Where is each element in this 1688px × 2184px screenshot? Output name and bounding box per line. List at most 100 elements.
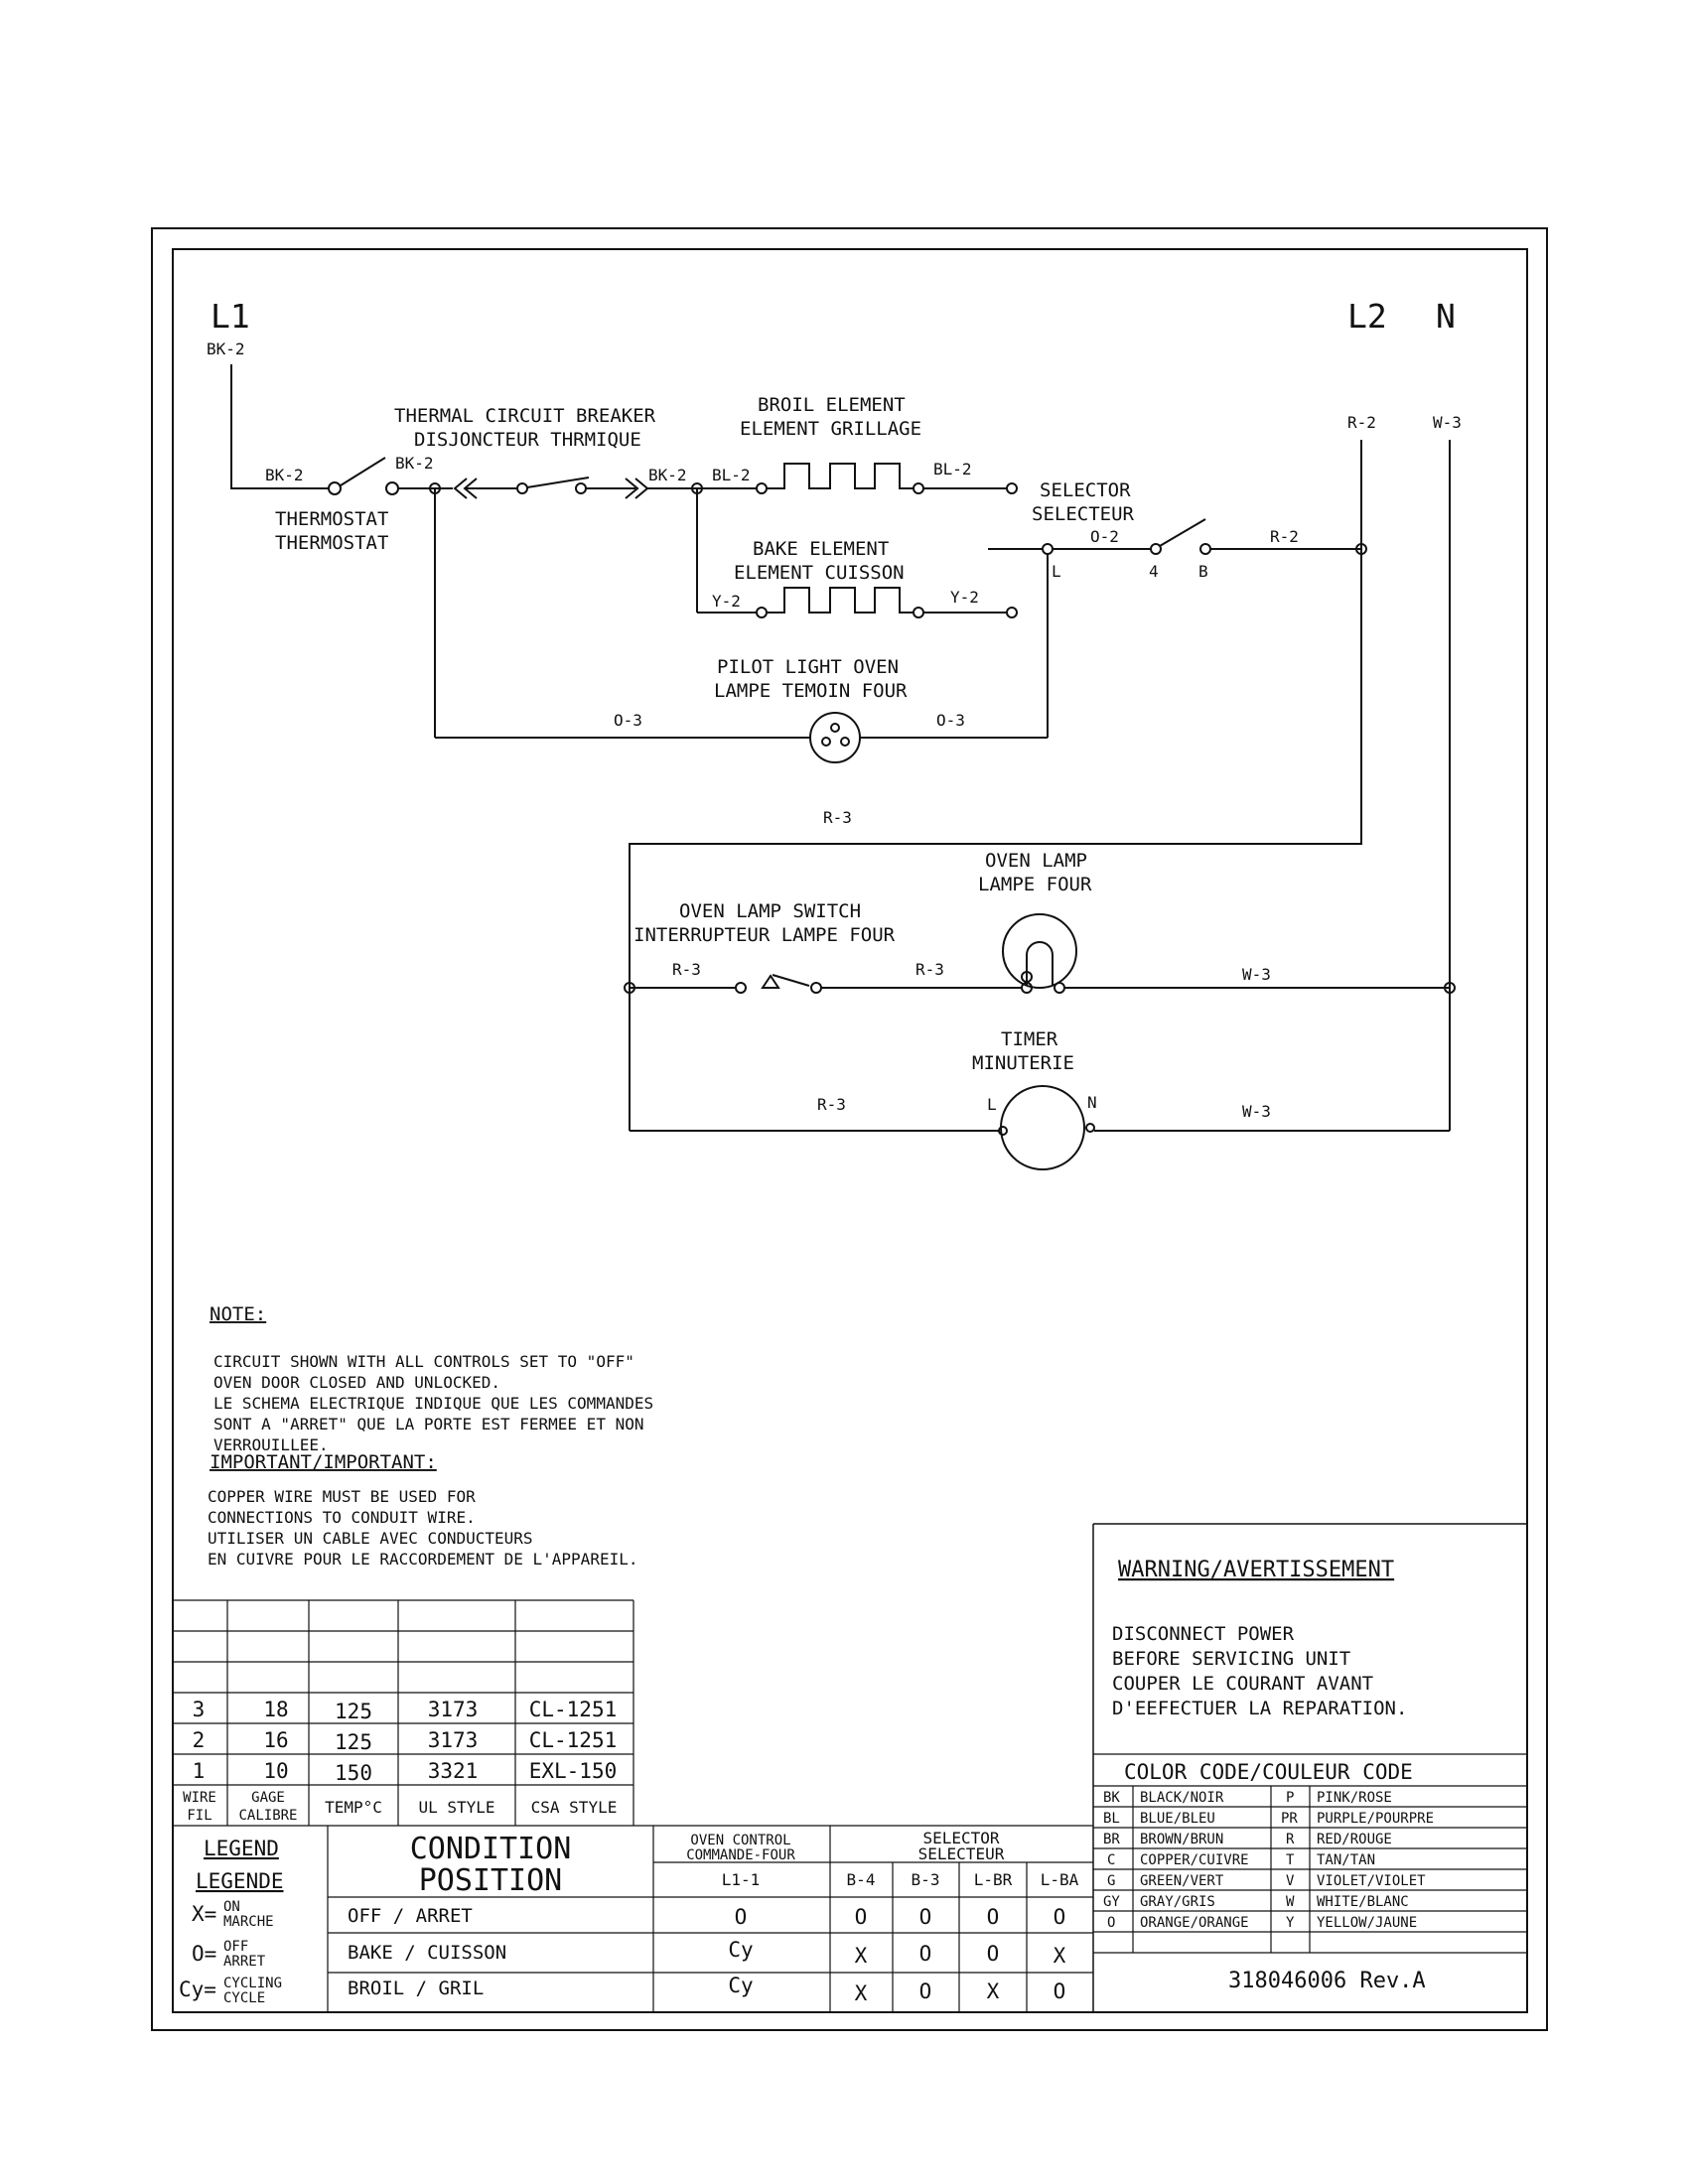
legend-x-symbol: X= [192,1902,216,1926]
wire-row-1-csa: EXL-150 [529,1759,618,1783]
cc-code-t: T [1286,1852,1295,1868]
broil-terminal-c [1006,482,1018,494]
condition-row-broil-lba: O [1054,1979,1066,2003]
tcb-label-en: THERMAL CIRCUIT BREAKER [394,405,656,427]
broil-label-fr: ELEMENT GRILLAGE [740,418,921,440]
bake-label-en: BAKE ELEMENT [753,538,889,560]
wire-row-3-gage: 18 [263,1698,288,1721]
condition-row-off-l1: O [735,1905,748,1929]
w3-label-b: W-3 [1242,1102,1271,1121]
bake-element-symbol [767,587,914,614]
condition-row-off-b3: O [919,1905,932,1929]
o3-label-b: O-3 [936,711,965,730]
timer-n-label: N [1087,1093,1097,1112]
wire-header-csa: CSA STYLE [531,1798,618,1817]
note-block: NOTE: CIRCUIT SHOWN WITH ALL CONTROLS SE… [208,1303,653,1569]
wire-header-temp: TEMP°C [325,1798,382,1817]
o3-label-a: O-3 [614,711,642,730]
inner-border [172,248,1528,2013]
condition-row-broil-lbr: X [987,1979,1000,2003]
legend-x-marche: MARCHE [223,1914,274,1930]
lamp-switch-blade [772,974,810,987]
condition-row-bake-l1: Cy [728,1938,753,1962]
cc-name-o: ORANGE/ORANGE [1140,1915,1249,1931]
oven-lamp-junction-dot [1021,971,1033,983]
cc-code-bk: BK [1103,1790,1120,1806]
r3-top-label: R-3 [823,808,852,827]
selector-4-label: 4 [1149,562,1159,581]
cc-code-o: O [1107,1915,1115,1931]
important-line-2: CONNECTIONS TO CONDUIT WIRE. [208,1508,476,1527]
timer-terminal-l [998,1126,1008,1136]
wire-row-1-ul: 3321 [428,1759,479,1783]
wire-r2-rail [629,440,1362,988]
wire-row-3-csa: CL-1251 [529,1698,618,1721]
oven-lamp-label-fr: LAMPE FOUR [978,874,1092,895]
cc-code-bl: BL [1103,1811,1120,1827]
pilot-light-terminal-b [840,737,850,747]
wire-row-3-temp: 125 [335,1700,372,1723]
cc-name-c: COPPER/CUIVRE [1140,1852,1249,1868]
legend-x-on: ON [223,1899,240,1915]
wire-header-calibre: CALIBRE [238,1808,297,1824]
legend-o-arret: ARRET [223,1954,266,1970]
oven-lamp-bulb [1002,913,1077,989]
selector-label-en: SELECTOR [1040,479,1131,501]
bake-terminal-a [756,607,768,618]
o2-label: O-2 [1090,527,1119,546]
broil-terminal-b [913,482,924,494]
cc-code-p: P [1286,1790,1294,1806]
l1-wire-label: BK-2 [207,340,245,358]
thermostat-terminal-b [385,481,399,495]
pilot-light-symbol [809,712,861,763]
lamp-switch-label-fr: INTERRUPTEUR LAMPE FOUR [633,924,896,946]
condition-row-bake-lba: X [1054,1944,1066,1968]
bl2-label-b: BL-2 [933,460,972,478]
bake-terminal-c [1006,607,1018,618]
r3-label-c: R-3 [817,1095,846,1114]
column-l-br: L-BR [974,1870,1013,1889]
condition-row-off-label: OFF / ARRET [348,1905,473,1927]
cc-name-y: YELLOW/JAUNE [1317,1915,1417,1931]
lamp-switch-actuator [761,974,780,989]
legend-o-off: OFF [223,1939,248,1955]
important-title: IMPORTANT/IMPORTANT: [210,1451,437,1473]
selector-header-2: SELECTEUR [918,1844,1005,1863]
broil-terminal-a [756,482,768,494]
wire-row-2-ul: 3173 [428,1728,479,1752]
w3-top-label: W-3 [1433,413,1462,432]
pilot-light-dot [830,723,840,733]
wire-table: 3 18 125 3173 CL-1251 2 16 125 3173 CL-1… [173,1599,1093,1827]
column-l-ba: L-BA [1041,1870,1079,1889]
w3-label-a: W-3 [1242,965,1271,984]
selector-l-label: L [1052,562,1061,581]
bl2-label-a: BL-2 [712,466,751,484]
thermostat-label-fr: THERMOSTAT [275,532,388,554]
timer-terminal-n [1085,1123,1095,1133]
legend-title-fr: LEGENDE [196,1869,284,1893]
warning-line-1: DISCONNECT POWER [1112,1623,1295,1645]
wire-header-ul: UL STYLE [418,1798,494,1817]
warning-title: WARNING/AVERTISSEMENT [1118,1558,1394,1582]
selector-terminal-b [1199,543,1211,555]
condition-table: LEGEND LEGENDE X= ON MARCHE O= OFF ARRET… [179,1826,1093,2012]
cc-code-y: Y [1286,1915,1295,1931]
condition-row-broil-b4: X [855,1981,868,2005]
broil-label-en: BROIL ELEMENT [758,394,906,416]
wire-row-2-wire: 2 [193,1728,206,1752]
l2-label: L2 [1347,297,1387,336]
column-b-3: B-3 [912,1870,940,1889]
n-label: N [1436,297,1456,336]
cc-name-p: PINK/ROSE [1317,1790,1392,1806]
bk2-label-c: BK-2 [648,466,687,484]
selector-blade [1159,518,1206,547]
note-line-5: VERROUILLEE. [213,1435,329,1454]
important-line-1: COPPER WIRE MUST BE USED FOR [208,1487,476,1506]
selector-terminal-4 [1150,543,1162,555]
important-line-4: EN CUIVRE POUR LE RACCORDEMENT DE L'APPA… [208,1550,637,1569]
tcb-terminal-a [516,482,528,494]
tcb-terminal-b [575,482,587,494]
junction-lamp-right-dot[interactable] [1444,982,1456,994]
r2-label-b: R-2 [1347,413,1376,432]
warning-line-3: COUPER LE COURANT AVANT [1112,1673,1373,1695]
